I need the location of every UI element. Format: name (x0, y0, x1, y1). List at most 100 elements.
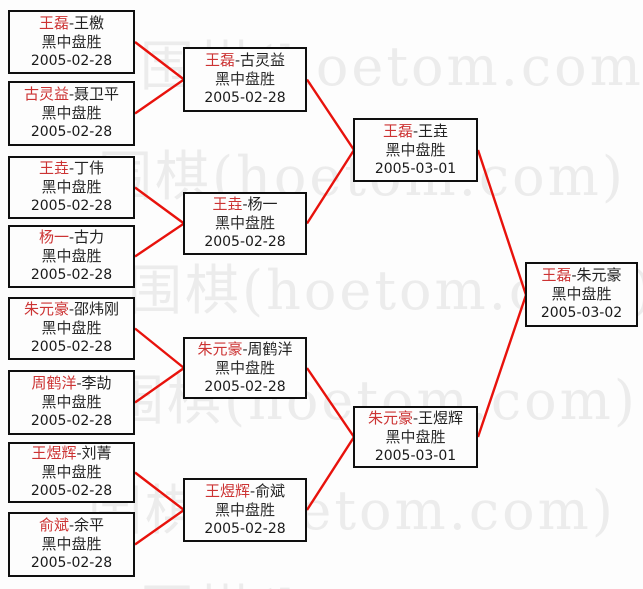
match-date: 2005-02-28 (204, 520, 286, 537)
connector-r1-match5-6 (134, 327, 186, 404)
connector-r2-match3-4 (305, 367, 356, 511)
vs-separator: - (68, 228, 75, 246)
winner-name: 朱元豪 (23, 300, 69, 318)
vs-separator: - (571, 266, 577, 284)
connector-semifinals (476, 149, 528, 438)
match-box-r1-8: 俞斌-余平 黑中盘胜 2005-02-28 (8, 512, 135, 577)
loser-name: 杨一 (247, 195, 278, 213)
loser-name: 周鹤洋 (247, 339, 293, 358)
winner-name: 王磊 (38, 13, 69, 32)
match-date: 2005-02-28 (30, 124, 113, 140)
loser-name: 俞斌 (255, 481, 286, 500)
match-date: 2005-02-28 (30, 52, 113, 69)
match-result: 黑中盘胜 (214, 70, 275, 88)
match-result: 黑中盘胜 (214, 500, 275, 519)
match-players: 古灵益-聂卫平 (10, 85, 133, 104)
winner-name: 王磊 (204, 51, 235, 69)
connector-r1-match3-4 (134, 186, 187, 258)
match-date: 2005-03-01 (374, 160, 457, 177)
vs-separator: - (76, 444, 82, 462)
match-box-r2-1: 王磊-古灵益 黑中盘胜 2005-02-28 (183, 47, 307, 112)
match-players: 王磊-王垚 (355, 122, 476, 141)
match-players: 王垚-杨一 (185, 195, 305, 214)
match-players: 王磊-朱元豪 (527, 266, 636, 285)
match-date: 2005-02-28 (204, 234, 286, 250)
winner-name: 周鹤洋 (31, 374, 77, 392)
winner-name: 王煜辉 (204, 481, 250, 500)
match-players: 王煜辉-俞斌 (185, 482, 305, 501)
match-players: 王磊-王檄 (10, 14, 133, 33)
match-players: 杨一-古力 (10, 228, 133, 247)
match-result: 黑中盘胜 (41, 319, 102, 337)
match-result: 黑中盘胜 (41, 463, 102, 481)
vs-separator: - (68, 300, 75, 318)
loser-name: 邵炜刚 (74, 300, 120, 318)
match-date: 2005-03-02 (540, 305, 623, 321)
vs-separator: - (242, 339, 248, 358)
vs-separator: - (412, 121, 419, 140)
match-result: 黑中盘胜 (385, 140, 446, 159)
vs-separator: - (68, 159, 75, 177)
loser-name: 聂卫平 (74, 85, 120, 103)
winner-name: 俞斌 (38, 516, 69, 534)
connector-r1-match7-8 (134, 471, 187, 546)
match-box-r1-3: 王垚-丁伟 黑中盘胜 2005-02-28 (8, 156, 135, 219)
match-box-sf-2: 朱元豪-王煜辉 黑中盘胜 2005-03-01 (353, 406, 478, 468)
vs-separator: - (412, 408, 419, 427)
loser-name: 古力 (74, 228, 105, 246)
match-date: 2005-02-28 (30, 555, 113, 571)
match-result: 黑中盘胜 (41, 535, 102, 553)
loser-name: 王檄 (74, 13, 105, 32)
match-date: 2005-02-28 (30, 483, 113, 499)
loser-name: 刘菁 (81, 444, 112, 462)
vs-separator: - (242, 195, 248, 213)
winner-name: 王磊 (382, 121, 413, 140)
match-date: 2005-02-28 (30, 339, 113, 355)
loser-name: 李劼 (81, 374, 112, 392)
match-box-r1-6: 周鹤洋-李劼 黑中盘胜 2005-02-28 (8, 370, 135, 435)
loser-name: 丁伟 (74, 159, 105, 177)
match-box-final: 王磊-朱元豪 黑中盘胜 2005-03-02 (525, 262, 638, 327)
loser-name: 余平 (74, 516, 105, 534)
match-players: 朱元豪-邵炜刚 (10, 300, 133, 319)
vs-separator: - (76, 374, 82, 392)
vs-separator: - (68, 13, 75, 32)
vs-separator: - (249, 481, 256, 500)
winner-name: 王磊 (541, 266, 572, 284)
connector-r1-match1-2 (134, 41, 187, 115)
match-box-r1-7: 王煜辉-刘菁 黑中盘胜 2005-02-28 (8, 442, 135, 503)
loser-name: 王煜辉 (418, 408, 464, 427)
match-players: 王垚-丁伟 (10, 159, 133, 178)
winner-name: 朱元豪 (197, 339, 243, 358)
match-date: 2005-02-28 (30, 267, 113, 283)
loser-name: 朱元豪 (576, 266, 622, 284)
winner-name: 王垚 (212, 195, 243, 213)
match-box-r1-1: 王磊-王檄 黑中盘胜 2005-02-28 (8, 10, 135, 74)
match-date: 2005-02-28 (30, 413, 113, 429)
vs-separator: - (234, 51, 241, 69)
winner-name: 朱元豪 (367, 408, 413, 427)
match-players: 周鹤洋-李劼 (10, 374, 133, 393)
match-result: 黑中盘胜 (214, 214, 275, 232)
match-box-r1-2: 古灵益-聂卫平 黑中盘胜 2005-02-28 (8, 81, 135, 146)
match-result: 黑中盘胜 (41, 178, 102, 196)
vs-separator: - (68, 85, 75, 103)
match-result: 黑中盘胜 (385, 427, 446, 446)
match-result: 黑中盘胜 (41, 32, 102, 51)
match-box-r1-5: 朱元豪-邵炜刚 黑中盘胜 2005-02-28 (8, 297, 135, 360)
match-result: 黑中盘胜 (41, 104, 102, 122)
match-players: 王磊-古灵益 (185, 51, 305, 70)
match-date: 2005-02-28 (204, 378, 286, 395)
match-date: 2005-02-28 (30, 198, 113, 214)
match-players: 朱元豪-王煜辉 (355, 409, 476, 428)
connector-r2-match1-2 (305, 78, 356, 225)
winner-name: 杨一 (38, 228, 69, 246)
match-result: 黑中盘胜 (551, 285, 612, 303)
winner-name: 王煜辉 (31, 444, 77, 462)
match-result: 黑中盘胜 (41, 393, 102, 411)
loser-name: 王垚 (418, 121, 449, 140)
match-players: 王煜辉-刘菁 (10, 444, 133, 463)
match-result: 黑中盘胜 (214, 358, 275, 377)
match-box-r2-4: 王煜辉-俞斌 黑中盘胜 2005-02-28 (183, 478, 307, 542)
match-players: 朱元豪-周鹤洋 (185, 340, 305, 359)
